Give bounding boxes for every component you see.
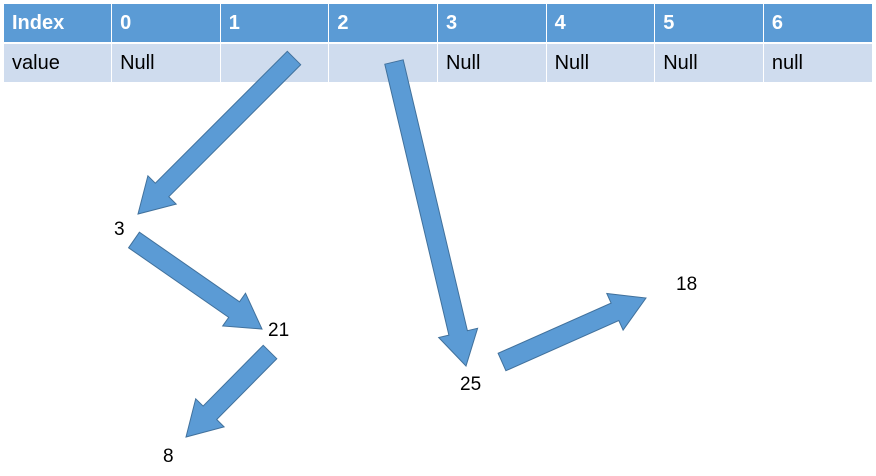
index-cell-1: 1	[220, 4, 330, 44]
value-cell-5: Null	[654, 43, 764, 82]
index-cell-5: 5	[654, 4, 764, 44]
index-cell-3: 3	[437, 4, 547, 44]
arrow-bucket2-to-25	[384, 59, 479, 367]
index-cell-4: 4	[546, 4, 656, 44]
value-cell-2	[328, 43, 438, 82]
value-cell-0: Null	[111, 43, 221, 82]
arrow-bucket1-to-3	[137, 50, 302, 215]
index-header-cell: Index	[4, 4, 113, 44]
value-header-cell: value	[4, 43, 113, 82]
hash-table: Index 0 1 2 3 4 5 6 value Null Null Null…	[4, 4, 872, 82]
node-18: 18	[676, 274, 697, 295]
index-cell-2: 2	[328, 4, 438, 44]
value-cell-6: null	[763, 43, 872, 82]
arrow-21-to-8	[185, 344, 278, 438]
arrow-25-to-18	[497, 292, 647, 372]
node-25: 25	[460, 374, 481, 395]
node-3: 3	[114, 219, 125, 240]
arrow-group	[127, 50, 647, 438]
index-row: Index 0 1 2 3 4 5 6	[4, 4, 872, 44]
arrow-3-to-21	[127, 231, 263, 330]
index-cell-6: 6	[763, 4, 872, 44]
index-cell-0: 0	[111, 4, 221, 44]
value-cell-4: Null	[546, 43, 656, 82]
value-cell-3: Null	[437, 43, 547, 82]
node-8: 8	[163, 446, 174, 467]
node-21: 21	[268, 320, 289, 341]
value-row: value Null Null Null Null null	[4, 43, 872, 82]
